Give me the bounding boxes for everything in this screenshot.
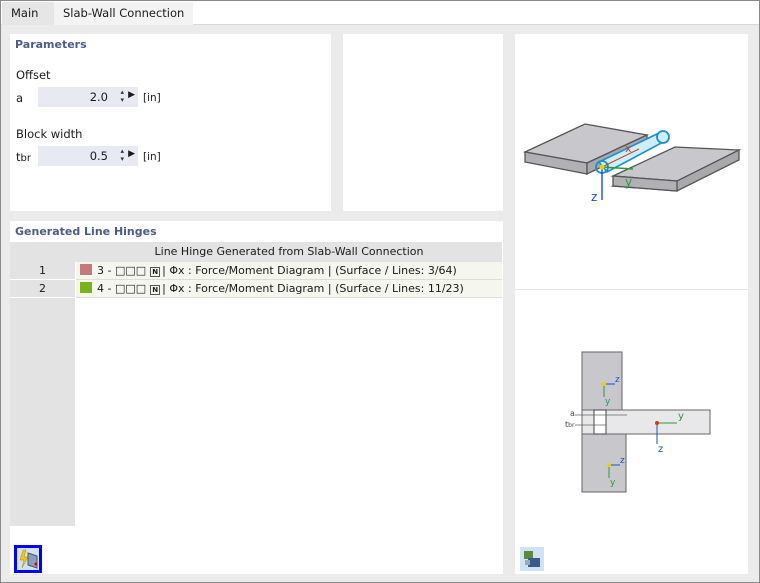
generate-hinges-button[interactable] (14, 545, 42, 573)
row-number[interactable]: 1 (10, 262, 75, 280)
block-width-unit: [in] (143, 151, 161, 163)
view-options-button[interactable] (520, 547, 544, 571)
section-diagram: a tbr zy zy yz (565, 351, 711, 493)
svg-text:y: y (610, 478, 616, 488)
color-swatch (80, 264, 92, 275)
hinge-description: | Φx : Force/Moment Diagram | (Surface /… (162, 264, 457, 277)
spinner-icon[interactable]: ▴▾ (120, 88, 124, 104)
z-axis-label: z (591, 190, 597, 204)
y-axis-label: y (625, 175, 632, 189)
offset-label: Offset (16, 68, 51, 82)
hinge-number: 3 - □□□ (97, 264, 147, 277)
tab-main[interactable]: Main (2, 2, 54, 25)
table-row[interactable]: 4 - □□□N| Φx : Force/Moment Diagram | (S… (76, 280, 502, 298)
slab-axes: yz (655, 411, 684, 455)
hinges-title: Generated Line Hinges (15, 225, 157, 238)
offset-value: 2.0 (89, 90, 108, 104)
tab-bar: Main Slab-Wall Connection (1, 1, 759, 25)
block-width-value: 0.5 (89, 149, 108, 163)
n-badge-icon: N (150, 267, 161, 277)
color-swatch (80, 282, 92, 293)
n-badge-icon: N (150, 285, 161, 295)
svg-text:y: y (678, 411, 684, 422)
hinge-number: 4 - □□□ (97, 282, 147, 295)
wall-top-axes: zy (602, 375, 620, 407)
block-width-label: Block width (16, 127, 83, 141)
tab-slab-wall-connection[interactable]: Slab-Wall Connection (54, 2, 194, 25)
3d-slab-wall-diagram: x y z (522, 123, 742, 204)
offset-unit: [in] (143, 92, 161, 104)
lightning-wall-icon (19, 549, 38, 569)
spinner-icon[interactable]: ▴▾ (120, 147, 124, 163)
table-header: Line Hinge Generated from Slab-Wall Conn… (10, 242, 502, 262)
parameters-title: Parameters (15, 38, 87, 51)
parameters-panel: Parameters Offset a 2.0 ▴▾ ▶ [in] Block … (10, 34, 331, 211)
hinges-panel: Generated Line Hinges Line Hinge Generat… (10, 221, 503, 574)
offset-symbol: a (16, 91, 24, 105)
svg-text:z: z (658, 444, 663, 455)
row-header-column (10, 262, 75, 526)
svg-text:z: z (615, 375, 620, 385)
play-arrow-icon[interactable]: ▶ (128, 149, 135, 159)
table-row[interactable]: 3 - □□□N| Φx : Force/Moment Diagram | (S… (76, 262, 502, 280)
wall-bottom-axes: zy (607, 456, 625, 488)
tbr-label: tbr (565, 420, 575, 429)
block-width-input[interactable]: 0.5 ▴▾ ▶ (38, 146, 138, 166)
divider (515, 289, 748, 290)
svg-text:y: y (605, 397, 611, 407)
offset-input[interactable]: 2.0 ▴▾ ▶ (38, 87, 138, 107)
x-axis-label: x (625, 142, 632, 155)
x-axis-arrow (601, 148, 640, 168)
play-arrow-icon[interactable]: ▶ (128, 90, 135, 100)
render-view-icon (524, 551, 540, 567)
hinge-description: | Φx : Force/Moment Diagram | (Surface /… (162, 282, 464, 295)
empty-panel (343, 34, 503, 211)
block-width-symbol: tbr (16, 150, 31, 164)
column-header: Line Hinge Generated from Slab-Wall Conn… (154, 245, 424, 258)
a-label: a (570, 409, 575, 418)
svg-text:z: z (620, 456, 625, 466)
row-number[interactable]: 2 (10, 280, 75, 298)
